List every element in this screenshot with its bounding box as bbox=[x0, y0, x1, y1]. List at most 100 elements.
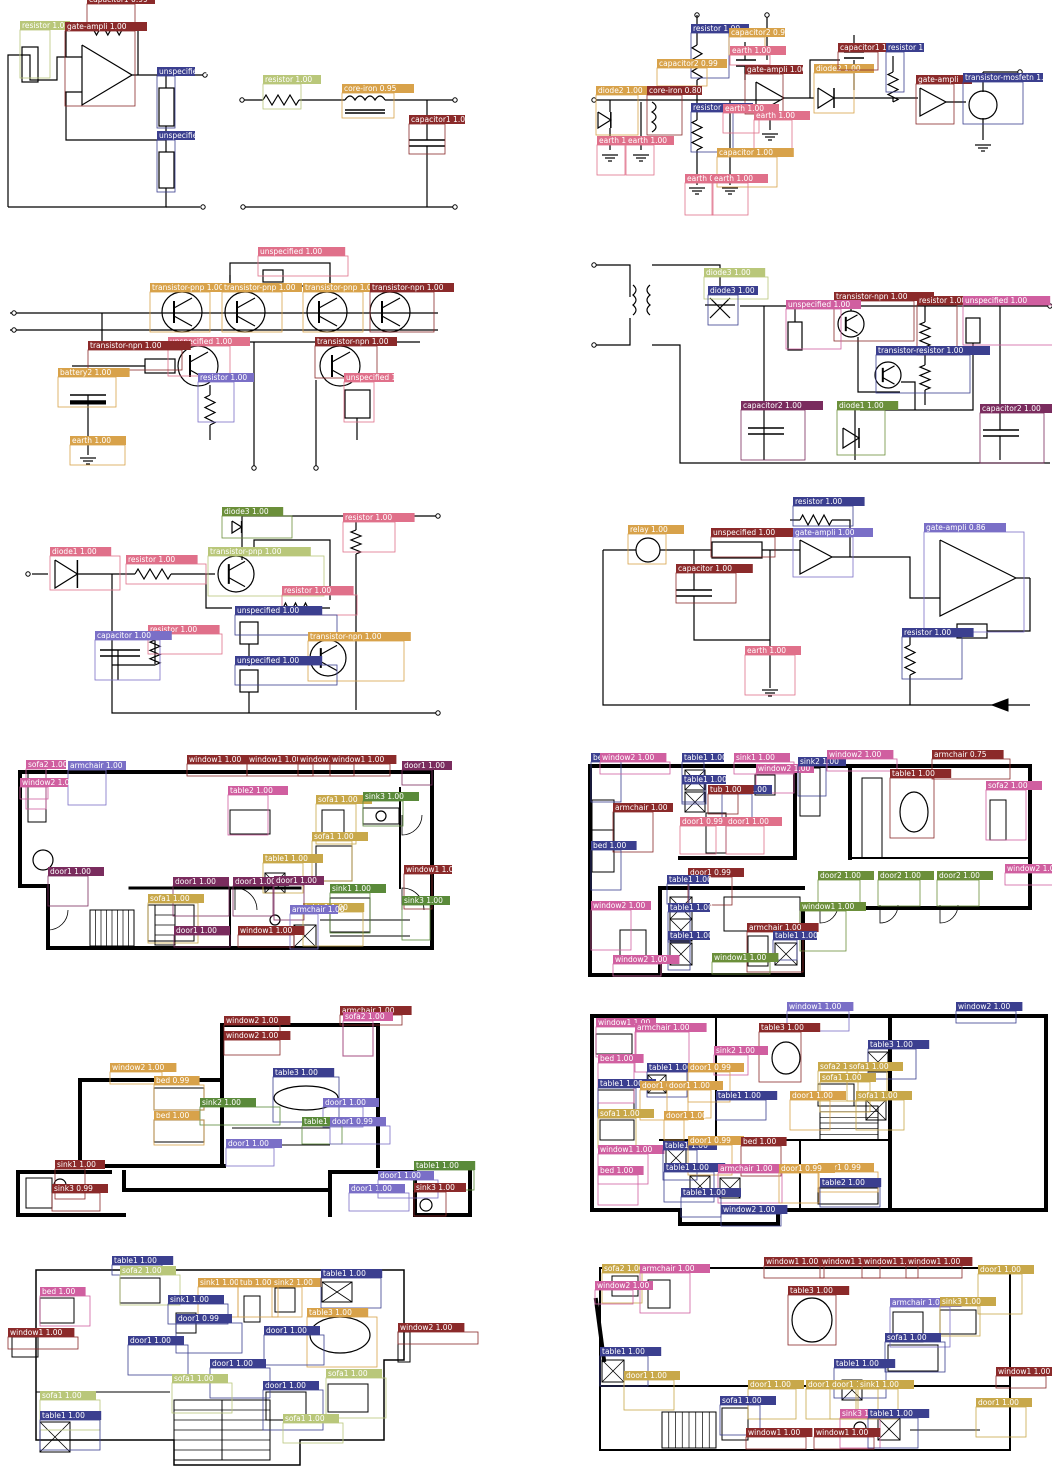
terminal bbox=[435, 710, 441, 716]
detection-tag bbox=[308, 632, 411, 641]
terminal bbox=[25, 571, 31, 577]
inductor bbox=[650, 101, 657, 133]
component bbox=[315, 845, 353, 882]
detection-tag bbox=[745, 65, 803, 74]
component bbox=[327, 1383, 369, 1413]
wire bbox=[857, 337, 900, 393]
component bbox=[239, 621, 259, 645]
detection-label: door1 0.99 bbox=[178, 1314, 219, 1323]
detection-box bbox=[707, 793, 739, 815]
detection-box bbox=[167, 345, 231, 377]
schematic-p5 bbox=[25, 513, 441, 716]
detection-label: resistor 1.00 bbox=[904, 628, 951, 637]
detection-label: sofa1 1.00 bbox=[328, 1369, 368, 1378]
detection-label: battery2 1.00 bbox=[60, 368, 111, 377]
detection-tag bbox=[858, 1380, 914, 1389]
wire bbox=[381, 297, 401, 309]
terminal bbox=[240, 204, 246, 210]
detection-box bbox=[197, 381, 235, 423]
component bbox=[119, 1277, 161, 1304]
detection-tag bbox=[764, 1257, 831, 1266]
detection-tag bbox=[885, 1333, 941, 1342]
detection-tag bbox=[682, 775, 726, 784]
detection-box bbox=[680, 1196, 722, 1218]
detection-box bbox=[369, 291, 435, 333]
detection-tag bbox=[787, 1002, 854, 1011]
detection-tag bbox=[635, 1023, 707, 1032]
detection-tag bbox=[723, 104, 779, 113]
schematic-p3 bbox=[10, 262, 438, 471]
wire bbox=[799, 513, 833, 527]
detection-tag bbox=[172, 1374, 228, 1383]
detection-label: transistor-mosfetn 1.00 bbox=[965, 73, 1052, 82]
detection-tag bbox=[370, 283, 454, 292]
component bbox=[989, 799, 1007, 841]
detection-label: table1 1.00 bbox=[665, 1141, 708, 1150]
detection-tag bbox=[263, 75, 321, 84]
detection-label: table1 1.00 bbox=[836, 1359, 879, 1368]
component bbox=[939, 1309, 977, 1335]
detection-tag bbox=[598, 1145, 665, 1154]
detection-tag bbox=[834, 1359, 896, 1368]
detection-tag bbox=[222, 283, 302, 292]
detection-label: relay 1.00 bbox=[630, 525, 668, 534]
detection-label: sink1 1.00 bbox=[860, 1380, 899, 1389]
detection-tag bbox=[708, 785, 754, 794]
detection-label: unspecified 1.00 bbox=[159, 131, 221, 140]
detection-box bbox=[257, 255, 349, 277]
detection-label: gate-ampli bbox=[918, 75, 958, 84]
terminal bbox=[591, 97, 597, 103]
detection-label: unspecified 1.00 bbox=[159, 67, 221, 76]
component bbox=[965, 317, 981, 344]
detection-tag bbox=[647, 1063, 707, 1072]
detection-box bbox=[710, 536, 776, 558]
detection-label: sofa1 1.00 bbox=[285, 1414, 325, 1423]
component bbox=[861, 777, 883, 859]
detection-tag bbox=[596, 86, 658, 95]
detection-tag bbox=[932, 750, 1004, 759]
component bbox=[243, 1295, 261, 1323]
detection-label: window1 1.00 bbox=[300, 755, 353, 764]
wire bbox=[203, 394, 217, 426]
detection-tag bbox=[890, 769, 952, 778]
door bbox=[234, 887, 258, 911]
wire bbox=[173, 297, 193, 309]
detection-box bbox=[149, 291, 211, 333]
detection-tag bbox=[68, 761, 126, 770]
component bbox=[747, 935, 769, 967]
detection-label: sink3 1.00 bbox=[365, 792, 404, 801]
detection-tag bbox=[868, 1040, 930, 1049]
detection-label: resistor 1.00 bbox=[22, 21, 69, 30]
wire bbox=[901, 381, 916, 410]
component bbox=[647, 1279, 671, 1309]
detection-tag bbox=[307, 1308, 369, 1317]
detection-tag bbox=[814, 1428, 881, 1437]
detection-tag bbox=[65, 22, 147, 31]
detection-tag bbox=[274, 876, 324, 885]
detection-label: armchair 1.00 bbox=[642, 1264, 695, 1273]
terminal bbox=[11, 327, 17, 333]
detection-tag bbox=[198, 1278, 254, 1287]
detection-label: earth 1.00 bbox=[756, 111, 795, 120]
detection-tag bbox=[754, 111, 810, 120]
detection-tag bbox=[963, 296, 1051, 305]
component bbox=[635, 537, 661, 563]
detection-label: resistor 1.00 bbox=[265, 75, 312, 84]
wire bbox=[7, 54, 65, 207]
detection-label: sink3 1.00 bbox=[942, 1297, 981, 1306]
component bbox=[274, 1287, 296, 1313]
detection-tag bbox=[95, 631, 172, 640]
terminal bbox=[591, 342, 597, 348]
detection-box bbox=[223, 1039, 281, 1056]
arrow bbox=[990, 698, 1009, 712]
terminal bbox=[313, 465, 319, 471]
detection-tag bbox=[273, 1068, 335, 1077]
terminal bbox=[591, 262, 597, 268]
detection-tag bbox=[729, 28, 785, 37]
detection-tag bbox=[414, 1183, 466, 1192]
detection-label: door1 1.00 bbox=[669, 1081, 710, 1090]
detection-tag bbox=[290, 905, 338, 914]
detection-tag bbox=[773, 931, 817, 940]
component bbox=[369, 291, 411, 333]
detection-label: diode1 1.00 bbox=[52, 547, 97, 556]
